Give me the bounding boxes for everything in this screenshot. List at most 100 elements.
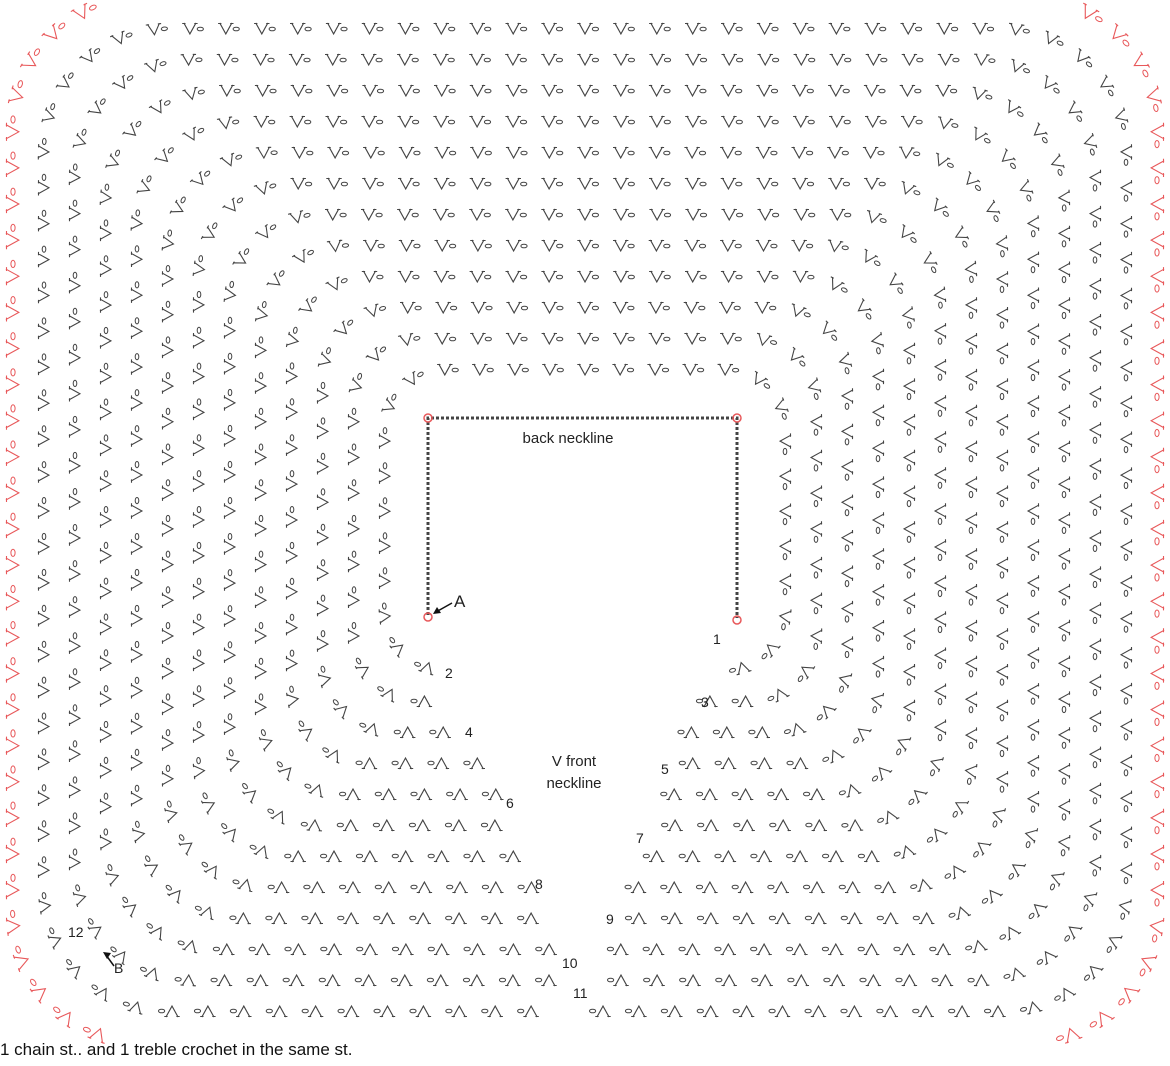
stitch-symbol (1059, 190, 1071, 212)
stitch-symbol (435, 240, 456, 251)
stitch-symbol (997, 521, 1008, 542)
stitch-symbol (362, 85, 383, 96)
stitch-symbol (1023, 826, 1039, 849)
stitch-symbol (830, 209, 851, 220)
stitch-symbol (751, 758, 772, 769)
stitch-symbol (1059, 226, 1070, 247)
row-number-7: 7 (636, 830, 644, 846)
stitch-symbol (131, 677, 142, 698)
stitch-symbol (433, 116, 454, 127)
stitch-symbol (69, 525, 80, 546)
stitch-symbol (969, 126, 993, 146)
stitch-symbol (822, 944, 843, 955)
stitch-symbol (317, 489, 328, 510)
stitch-symbol (1121, 539, 1132, 560)
stitch-symbol (1121, 575, 1132, 596)
stitch-symbol (105, 148, 123, 172)
stitch-symbol (69, 705, 80, 726)
stitch-symbol (722, 209, 743, 220)
stitch-symbol (1090, 602, 1101, 623)
stitch-symbol (1030, 122, 1052, 145)
stitch-symbol (541, 54, 562, 65)
stitch-symbol (838, 352, 854, 375)
stitch-symbol (1136, 950, 1158, 978)
stitch-symbol (683, 364, 704, 375)
stitch-round (255, 239, 916, 800)
stitch-symbol (644, 975, 665, 986)
stitch-symbol (84, 916, 105, 940)
stitch-symbol (1028, 252, 1039, 273)
stitch-symbol (1090, 783, 1101, 804)
stitch-symbol (577, 178, 598, 189)
stitch-symbol (1090, 566, 1101, 587)
stitch-symbol (285, 944, 306, 955)
stitch-symbol (131, 282, 142, 303)
stitch-symbol (1028, 791, 1039, 812)
stitch-symbol (577, 364, 598, 375)
stitch-symbol (1151, 592, 1164, 617)
stitch-symbol (398, 271, 419, 282)
stitch-symbol (804, 789, 825, 800)
stitch-symbol (827, 147, 848, 158)
stitch-symbol (428, 758, 449, 769)
stitch-symbol (154, 144, 176, 167)
stitch-symbol (472, 364, 493, 375)
stitch-symbol (684, 302, 705, 313)
stitch-symbol (732, 882, 753, 893)
stitch-symbol (1148, 916, 1164, 942)
stitch-symbol (25, 976, 50, 1004)
stitch-symbol (859, 249, 883, 269)
stitch-symbol (100, 686, 111, 707)
stitch-symbol (100, 220, 111, 241)
stitch-symbol (326, 178, 347, 189)
stitch-symbol (433, 54, 454, 65)
stitch-symbol (1028, 467, 1039, 488)
stitch-symbol (131, 390, 142, 411)
stitch-symbol (715, 851, 736, 862)
stitch-symbol (379, 533, 390, 554)
stitch-symbol (464, 758, 485, 769)
stitch-symbol (936, 85, 957, 96)
stitch-symbol (935, 611, 946, 632)
stitch-symbol (100, 542, 111, 563)
stitch-symbol (298, 294, 320, 318)
stitch-symbol (541, 23, 562, 34)
stitch-symbol (684, 240, 705, 251)
stitch-symbol (38, 641, 49, 662)
stitch-symbol (379, 498, 390, 519)
stitch-symbol (286, 399, 297, 420)
stitch-symbol (100, 435, 111, 456)
stitch-symbol (100, 793, 111, 814)
stitch-symbol (721, 271, 742, 282)
stitch-symbol (254, 116, 275, 127)
stitch-symbol (1151, 267, 1164, 292)
stitch-symbol (175, 832, 196, 856)
stitch-symbol (1121, 216, 1132, 237)
stitch-symbol (225, 749, 242, 772)
stitch-symbol (1080, 889, 1097, 913)
stitch-symbol (69, 200, 80, 221)
marker-b-label: B (114, 960, 123, 976)
stitch-symbol (302, 913, 323, 924)
stitch-symbol (291, 178, 312, 189)
stitch-symbol (505, 209, 526, 220)
stitch-symbol (69, 344, 80, 365)
stitch-symbol (292, 246, 316, 266)
stitch-symbol (1151, 773, 1164, 798)
stitch-symbol (758, 209, 779, 220)
stitch-symbol (397, 54, 418, 65)
stitch-symbol (220, 150, 244, 168)
stitch-symbol (997, 307, 1008, 328)
stitch-symbol (793, 116, 814, 127)
stitch-symbol (100, 327, 111, 348)
stitch-symbol (6, 513, 19, 538)
stitch-symbol (896, 975, 917, 986)
stitch-symbol (948, 905, 972, 922)
stitch-symbol (286, 578, 297, 599)
stitch-symbol (402, 368, 426, 389)
stitch-symbol (649, 54, 670, 65)
stitch-symbol (437, 364, 458, 375)
stitch-symbol (876, 808, 900, 827)
stitch-symbol (255, 480, 266, 501)
stitch-symbol (266, 267, 287, 291)
